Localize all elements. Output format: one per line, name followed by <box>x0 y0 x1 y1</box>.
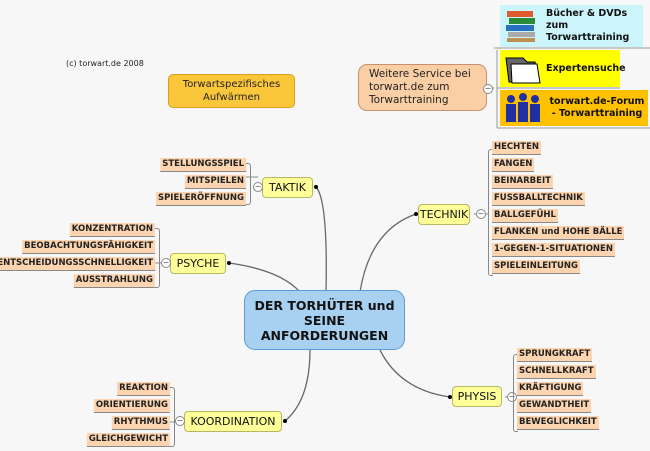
technik-item[interactable]: FANGEN <box>492 158 535 172</box>
psyche-bracket <box>155 228 160 288</box>
collapse-psyche-icon[interactable]: − <box>161 258 171 268</box>
physis-item[interactable]: GEWANDTHEIT <box>517 399 592 413</box>
physis-item[interactable]: KRÄFTIGUNG <box>517 382 584 396</box>
connector-taktik <box>315 186 327 293</box>
connector-technik <box>359 213 417 293</box>
collapse-service-icon[interactable]: − <box>483 84 493 94</box>
psyche-item[interactable]: AUSSTRAHLUNG <box>73 274 155 288</box>
collapse-technik-icon[interactable]: − <box>476 209 486 219</box>
branch-technik[interactable]: TECHNIK <box>418 204 470 225</box>
service-experts-label: Expertensuche <box>546 62 626 74</box>
connector-physis <box>379 349 451 398</box>
branch-koordination[interactable]: KOORDINATION <box>184 411 282 432</box>
technik-item[interactable]: 1-GEGEN-1-SITUATIONEN <box>492 243 615 257</box>
technik-item[interactable]: FLANKEN und HOHE BÄLLE <box>492 226 625 240</box>
physis-bracket <box>513 354 518 432</box>
psyche-item[interactable]: KONZENTRATION <box>69 223 155 237</box>
service-experts-link[interactable]: Expertensuche <box>500 50 626 87</box>
psyche-item[interactable]: ENTSCHEIDUNGSSCHNELLIGKEIT <box>0 257 155 271</box>
folder-icon <box>505 57 541 83</box>
service-forum-link[interactable]: torwart.de-Forum - Torwarttraining <box>500 90 648 126</box>
technik-item[interactable]: SPIELEINLEITUNG <box>492 260 580 274</box>
psyche-item[interactable]: BEOBACHTUNGSFÄHIGKEIT <box>22 240 155 254</box>
warmup-node[interactable]: Torwartspezifisches Aufwärmen <box>168 74 295 108</box>
service-forum-label: torwart.de-Forum - Torwarttraining <box>549 96 645 119</box>
people-icon <box>506 93 540 122</box>
collapse-physis-icon[interactable]: − <box>507 392 517 402</box>
koordination-item[interactable]: REAKTION <box>117 382 170 396</box>
books-icon <box>506 11 535 42</box>
technik-item[interactable]: FUSSBALLTECHNIK <box>492 192 585 206</box>
koordination-item[interactable]: GLEICHGEWICHT <box>86 433 170 447</box>
koordination-item[interactable]: RHYTHMUS <box>111 416 170 430</box>
taktik-item[interactable]: MITSPIELEN <box>184 175 246 189</box>
taktik-bracket <box>246 163 251 205</box>
koordination-bracket <box>170 387 175 447</box>
central-topic[interactable]: DER TORHÜTER und SEINE ANFORDERUNGEN <box>244 290 405 350</box>
service-node[interactable]: Weitere Service bei torwart.de zum Torwa… <box>358 64 487 111</box>
collapse-taktik-icon[interactable]: − <box>253 182 263 192</box>
collapse-koordination-icon[interactable]: − <box>175 416 185 426</box>
taktik-item[interactable]: STELLUNGSSPIEL <box>160 158 246 172</box>
technik-item[interactable]: BALLGEFÜHL <box>492 209 558 223</box>
technik-item[interactable]: HECHTEN <box>492 141 541 155</box>
physis-item[interactable]: SCHNELLKRAFT <box>517 365 596 379</box>
branch-psyche[interactable]: PSYCHE <box>170 253 226 274</box>
technik-bracket <box>488 149 493 276</box>
service-books-label: Bücher & DVDs zum Torwarttraining <box>546 8 630 43</box>
taktik-item[interactable]: SPIELERÖFFNUNG <box>155 192 246 206</box>
branch-taktik[interactable]: TAKTIK <box>262 177 313 198</box>
service-books-link[interactable]: Bücher & DVDs zum Torwarttraining <box>500 5 643 47</box>
technik-item[interactable]: BEINARBEIT <box>492 175 553 189</box>
copyright-text: (c) torwart.de 2008 <box>66 59 144 68</box>
koordination-item[interactable]: ORIENTIERUNG <box>93 399 170 413</box>
physis-item[interactable]: BEWEGLICHKEIT <box>517 416 599 430</box>
branch-physis[interactable]: PHYSIS <box>452 386 502 407</box>
physis-item[interactable]: SPRUNGKRAFT <box>517 348 593 362</box>
connector-psyche <box>228 262 301 293</box>
connector-koordination <box>284 349 311 422</box>
